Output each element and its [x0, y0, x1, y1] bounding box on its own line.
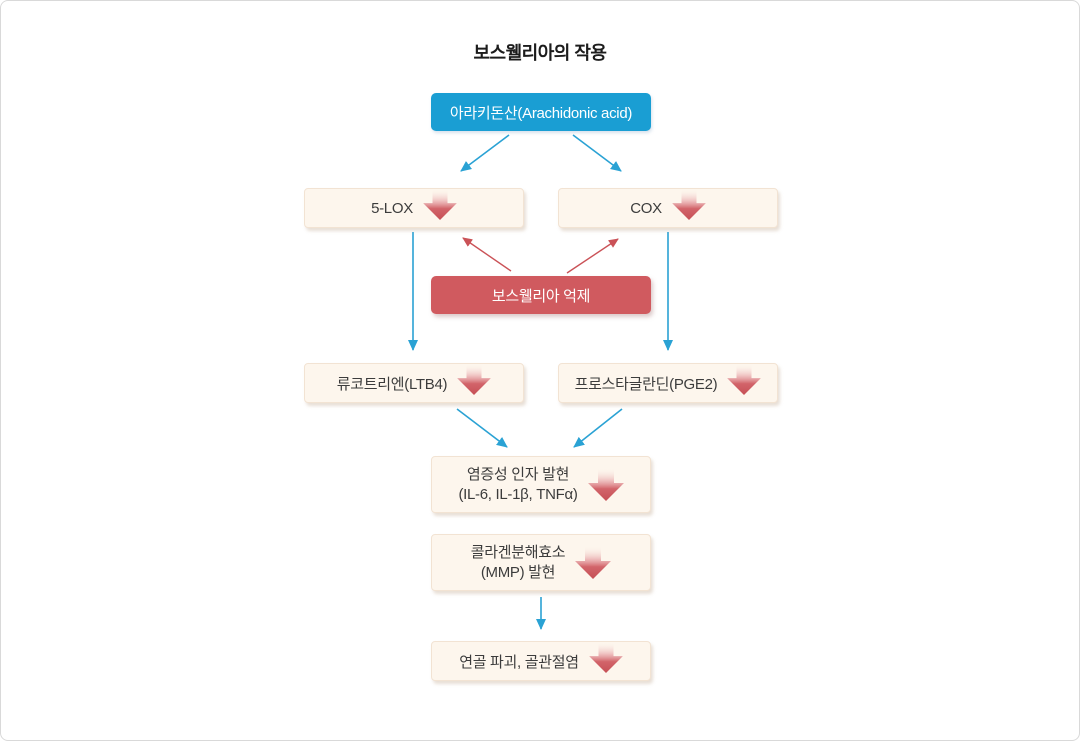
- node-cartilage-destruction-label: 연골 파괴, 골관절염: [459, 653, 579, 671]
- diagram-title: 보스웰리아의 작용: [473, 43, 607, 63]
- node-boswellia-inhibition-label: 보스웰리아 억제: [491, 287, 591, 305]
- node-cartilage-destruction: 연골 파괴, 골관절염: [431, 641, 651, 681]
- node-leukotriene-ltb4-label: 류코트리엔(LTB4): [336, 375, 448, 393]
- down-arrow-icon: [457, 365, 491, 395]
- node-boswellia-inhibition: 보스웰리아 억제: [431, 276, 651, 314]
- down-arrow-icon: [588, 468, 624, 502]
- node-inflammatory-factors-label: 염증성 인자 발현 (IL-6, IL-1β, TNFα): [458, 465, 577, 505]
- node-prostaglandin-pge2-label: 프로스타글란딘(PGE2): [574, 375, 718, 393]
- collagenase-line2: (MMP) 발현: [480, 563, 556, 581]
- node-cox-label: COX: [630, 199, 662, 217]
- down-arrow-icon: [423, 190, 457, 220]
- arrow-boswellia-to-cox: [566, 238, 619, 274]
- arrow-pge2-to-inflammatory: [573, 408, 623, 448]
- down-arrow-icon: [575, 546, 611, 580]
- node-leukotriene-ltb4: 류코트리엔(LTB4): [304, 363, 524, 403]
- node-arachidonic-acid-label: 아라키돈산(Arachidonic acid): [449, 104, 633, 122]
- inflammatory-line1: 염증성 인자 발현: [466, 465, 570, 483]
- arrow-boswellia-to-5lox: [462, 237, 512, 272]
- node-collagenase-mmp-label: 콜라겐분해효소 (MMP) 발현: [471, 543, 566, 583]
- node-collagenase-mmp: 콜라겐분해효소 (MMP) 발현: [431, 534, 651, 591]
- arrow-ltb4-to-inflammatory: [456, 408, 508, 448]
- down-arrow-icon: [672, 190, 706, 220]
- node-arachidonic-acid: 아라키돈산(Arachidonic acid): [431, 93, 651, 131]
- down-arrow-icon: [727, 365, 761, 395]
- node-prostaglandin-pge2: 프로스타글란딘(PGE2): [558, 363, 778, 403]
- arrow-arachidonic-to-cox: [572, 134, 622, 172]
- collagenase-line1: 콜라겐분해효소: [470, 543, 566, 561]
- node-inflammatory-factors: 염증성 인자 발현 (IL-6, IL-1β, TNFα): [431, 456, 651, 513]
- inflammatory-line2: (IL-6, IL-1β, TNFα): [458, 485, 578, 503]
- node-5-lox: 5-LOX: [304, 188, 524, 228]
- arrow-arachidonic-to-5lox: [460, 134, 510, 172]
- node-5-lox-label: 5-LOX: [371, 199, 413, 217]
- node-cox: COX: [558, 188, 778, 228]
- down-arrow-icon: [589, 643, 623, 673]
